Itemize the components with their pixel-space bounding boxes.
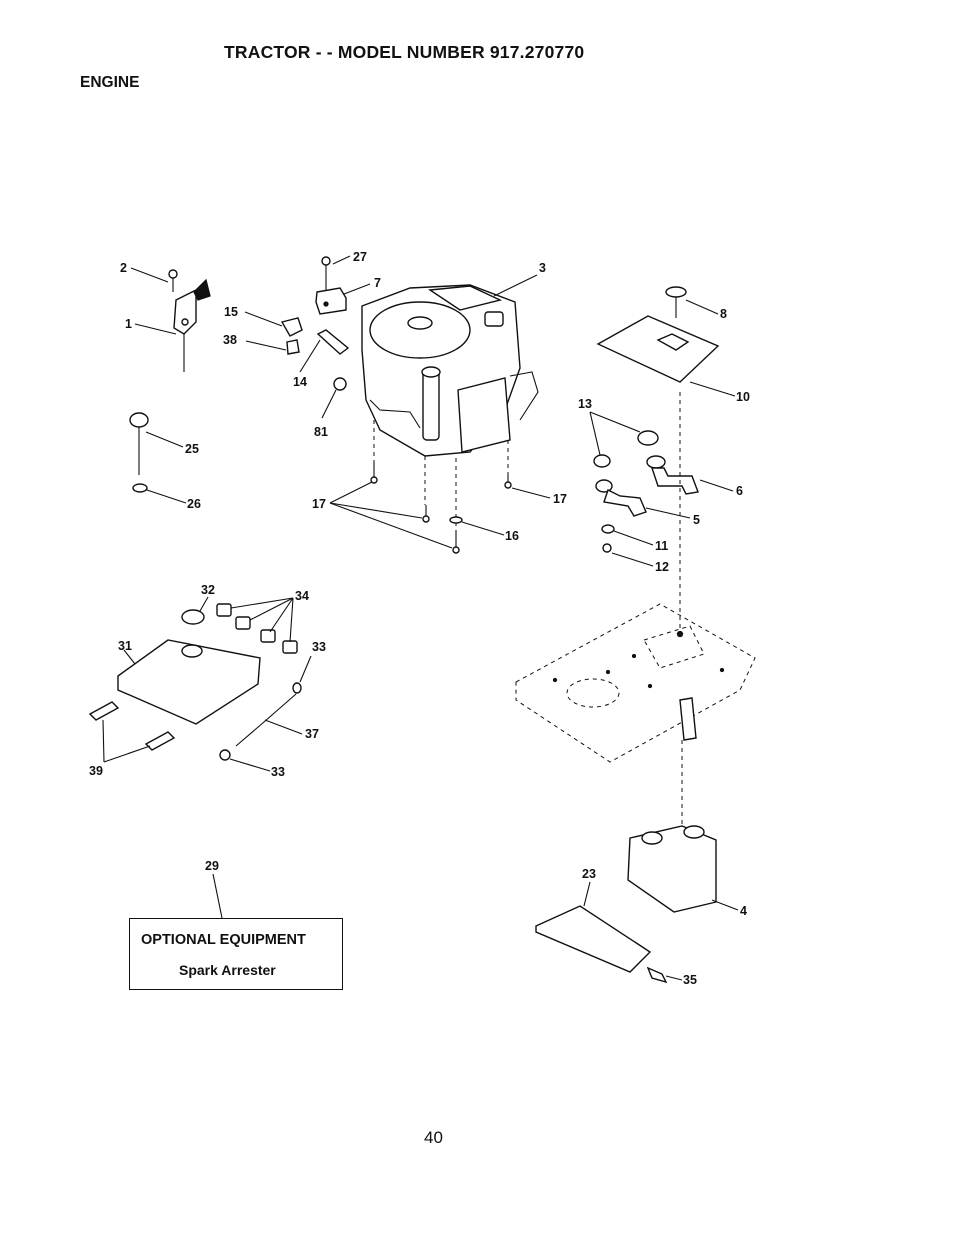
optional-equipment-item: Spark Arrester [179, 962, 276, 978]
fitting-and-tube-parts [280, 317, 350, 391]
callout-25: 25 [185, 442, 199, 456]
callout-15: 15 [224, 305, 238, 319]
callout-13: 13 [578, 397, 592, 411]
callout-2: 2 [120, 261, 127, 275]
section-title: ENGINE [80, 74, 140, 91]
optional-equipment-title: OPTIONAL EQUIPMENT [141, 932, 306, 948]
callout-17-left: 17 [312, 497, 326, 511]
callout-33-top: 33 [312, 640, 326, 654]
engine-part [361, 284, 539, 457]
callout-5: 5 [693, 513, 700, 527]
callout-26: 26 [187, 497, 201, 511]
muffler-part [535, 825, 717, 984]
callout-16: 16 [505, 529, 519, 543]
callout-34: 34 [295, 589, 309, 603]
optional-equipment-box: OPTIONAL EQUIPMENT Spark Arrester [129, 918, 343, 990]
callout-8: 8 [720, 307, 727, 321]
callout-14: 14 [293, 375, 307, 389]
dipstick-part [129, 412, 149, 493]
callout-4: 4 [740, 904, 747, 918]
heat-shield-part [596, 286, 720, 383]
page-title: TRACTOR - - MODEL NUMBER 917.270770 [224, 42, 585, 62]
washer-and-bolt-part [601, 524, 615, 553]
callout-1: 1 [125, 317, 132, 331]
callout-23: 23 [582, 867, 596, 881]
mounting-plate-part [515, 392, 756, 828]
callout-39: 39 [89, 764, 103, 778]
callout-6: 6 [736, 484, 743, 498]
callout-17-right: 17 [553, 492, 567, 506]
throttle-control-part [168, 269, 211, 372]
callout-29: 29 [205, 859, 219, 873]
exhaust-pipes-part [593, 430, 699, 517]
callout-33-bottom: 33 [271, 765, 285, 779]
callout-32: 32 [201, 583, 215, 597]
clamp-part [315, 256, 347, 315]
callout-31: 31 [118, 639, 132, 653]
callout-27: 27 [353, 250, 367, 264]
callout-7: 7 [374, 276, 381, 290]
callout-11: 11 [655, 539, 668, 553]
callout-38: 38 [223, 333, 237, 347]
callout-3: 3 [539, 261, 546, 275]
callout-35: 35 [683, 973, 697, 987]
air-cleaner-parts [88, 603, 302, 761]
callout-12: 12 [655, 560, 669, 574]
callout-10: 10 [736, 390, 750, 404]
callout-81: 81 [314, 425, 328, 439]
mounting-bolts-part [370, 420, 512, 554]
callout-37: 37 [305, 727, 319, 741]
page-number: 40 [424, 1128, 443, 1147]
